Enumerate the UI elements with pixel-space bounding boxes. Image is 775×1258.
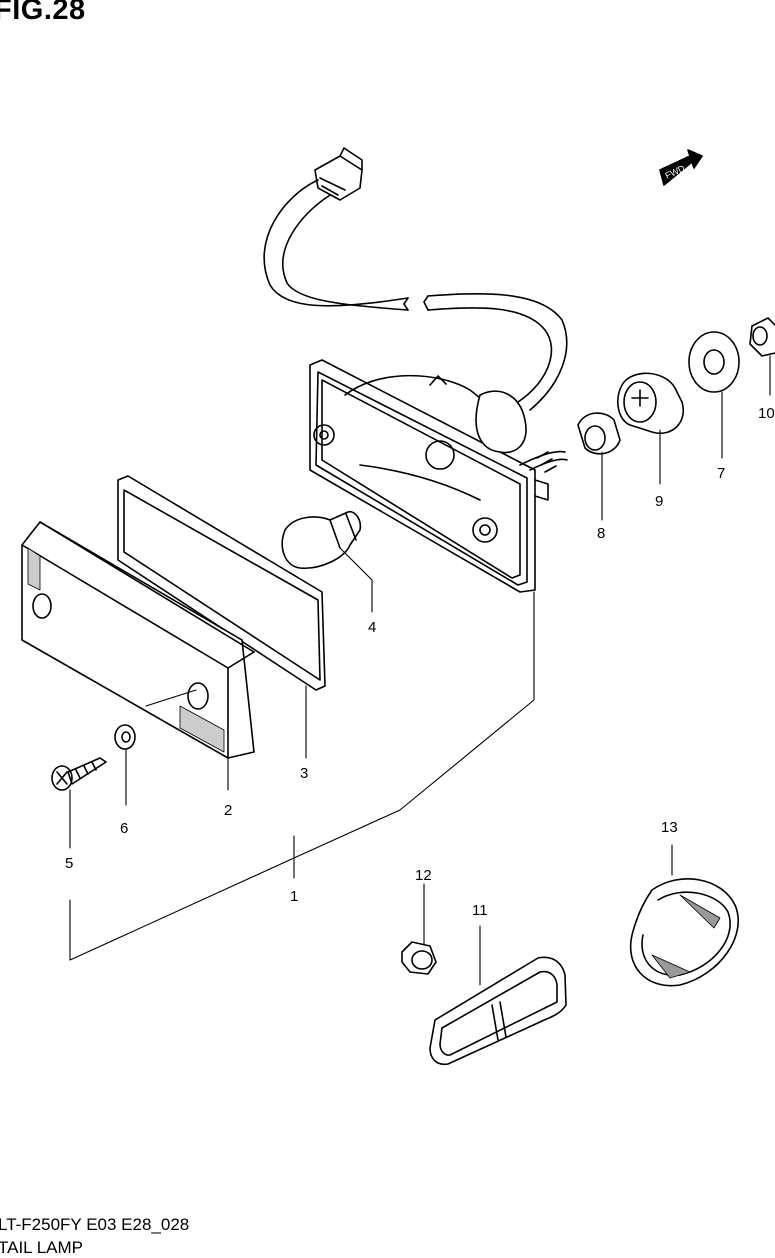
callout-11: 11 — [472, 902, 488, 919]
callout-6: 6 — [120, 820, 128, 837]
callout-12: 12 — [415, 867, 432, 884]
washer-6 — [114, 724, 136, 750]
diagram-name: TAIL LAMP — [0, 1238, 84, 1257]
lens — [21, 521, 255, 759]
callout-8: 8 — [597, 525, 605, 542]
nut-12 — [401, 941, 437, 975]
callout-7: 7 — [717, 465, 725, 482]
gasket — [117, 475, 326, 691]
collar — [577, 412, 621, 455]
callout-1: 1 — [290, 888, 298, 905]
reflector-pad — [429, 956, 567, 1066]
callout-13: 13 — [661, 819, 678, 836]
fwd-arrow-icon: FWD — [659, 149, 703, 186]
washer-7 — [688, 331, 740, 393]
round-reflector — [629, 878, 740, 987]
callout-5: 5 — [65, 855, 73, 872]
grommet — [617, 372, 685, 435]
wire-harness — [263, 147, 568, 411]
nut-10 — [749, 317, 775, 357]
leader-lines — [69, 355, 771, 986]
lamp-housing — [309, 359, 568, 593]
figure-title: FIG.28 — [0, 0, 86, 26]
callout-2: 2 — [224, 802, 232, 819]
callout-numbers: 1 2 3 4 5 6 7 8 9 10 11 12 13 — [65, 405, 775, 919]
diagram-code: LT-F250FY E03 E28_028 — [0, 1215, 190, 1234]
callout-10: 10 — [758, 405, 775, 422]
callout-3: 3 — [300, 765, 308, 782]
callout-9: 9 — [655, 493, 663, 510]
bulb — [281, 510, 362, 569]
screw — [51, 757, 107, 791]
callout-4: 4 — [368, 619, 376, 636]
